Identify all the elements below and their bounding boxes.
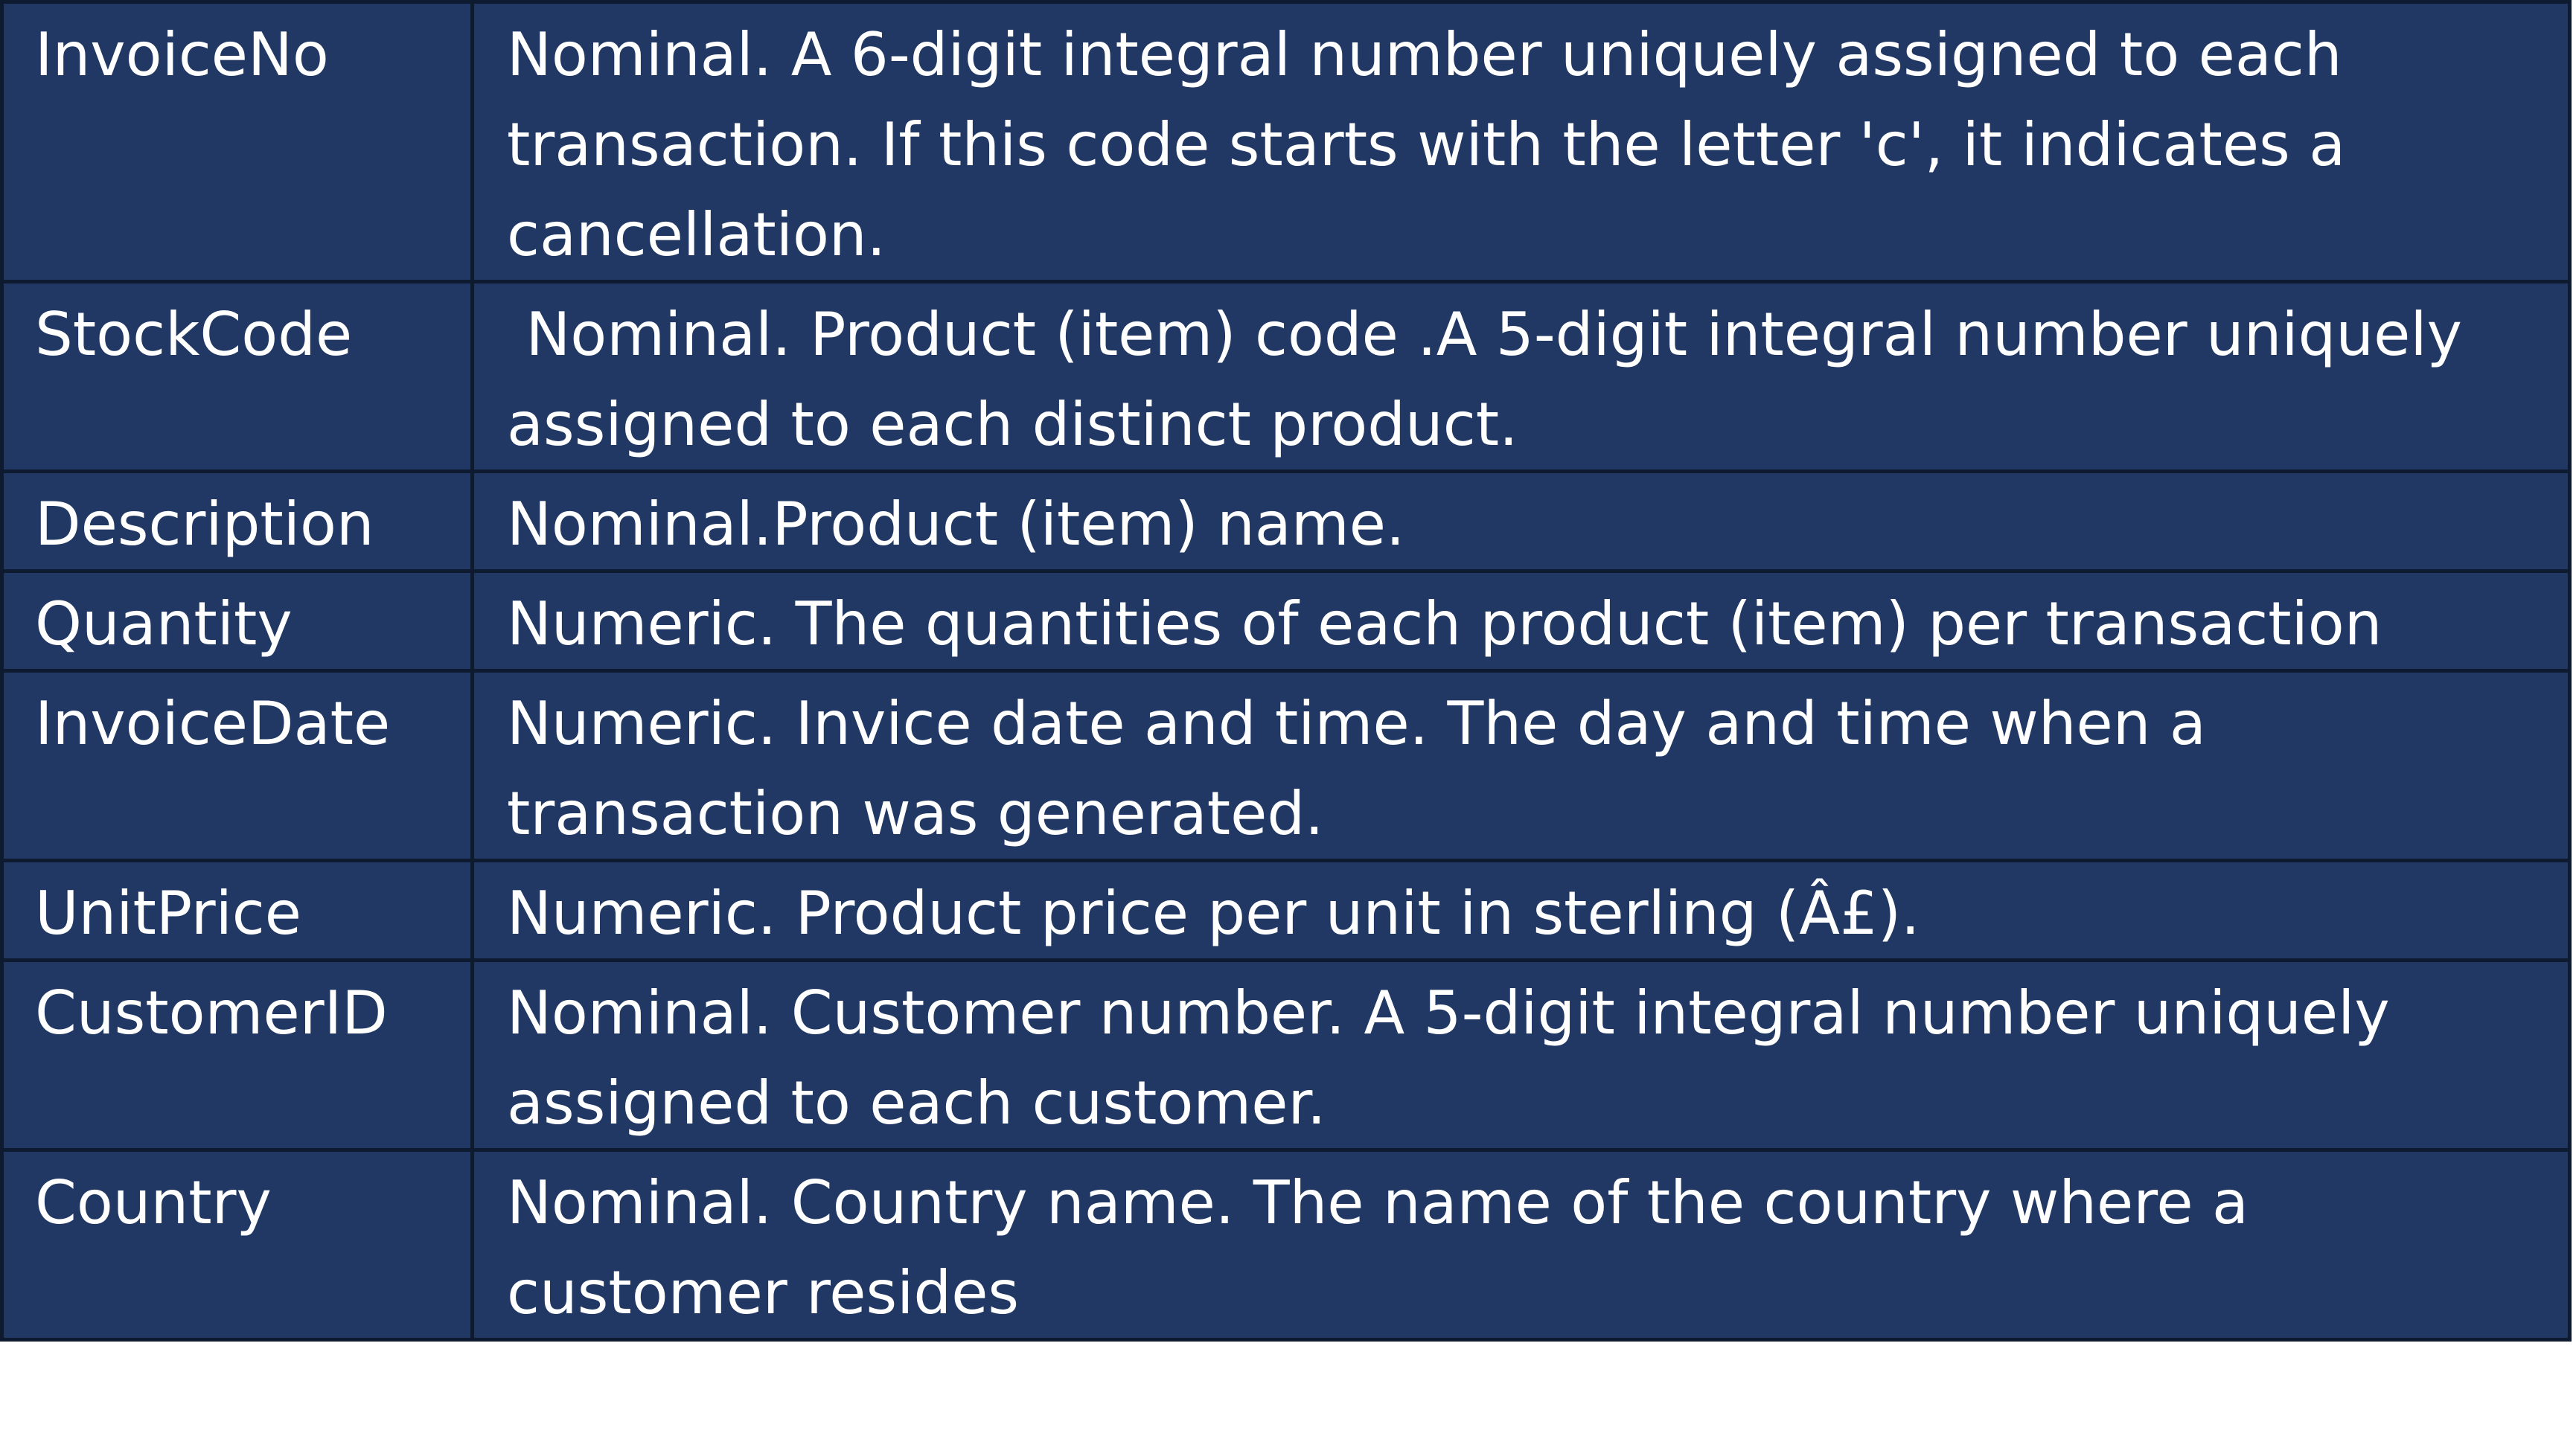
attribute-description: Nominal. Customer number. A 5-digit inte…: [470, 958, 2572, 1152]
table-row: Quantity Numeric. The quantities of each…: [0, 569, 2572, 673]
table-row: Description Nominal.Product (item) name.: [0, 469, 2572, 573]
table-row: CustomerID Nominal. Customer number. A 5…: [0, 958, 2572, 1152]
attribute-name: InvoiceDate: [0, 669, 474, 862]
attribute-name: CustomerID: [0, 958, 474, 1152]
attribute-description: Nominal. Country name. The name of the c…: [470, 1148, 2572, 1342]
attribute-name: StockCode: [0, 280, 474, 473]
attribute-description: Numeric. Invice date and time. The day a…: [470, 669, 2572, 862]
table-row: StockCode Nominal. Product (item) code .…: [0, 280, 2572, 473]
attribute-description: Nominal.Product (item) name.: [470, 469, 2572, 573]
attribute-description: Numeric. Product price per unit in sterl…: [470, 859, 2572, 962]
attribute-description: Nominal. Product (item) code .A 5-digit …: [470, 280, 2572, 473]
attribute-name: Description: [0, 469, 474, 573]
attribute-name: Quantity: [0, 569, 474, 673]
attribute-name: UnitPrice: [0, 859, 474, 962]
attribute-description: Nominal. A 6-digit integral number uniqu…: [470, 0, 2572, 283]
attribute-name: InvoiceNo: [0, 0, 474, 283]
attribute-description: Numeric. The quantities of each product …: [470, 569, 2572, 673]
attribute-description-table: InvoiceNo Nominal. A 6-digit integral nu…: [0, 0, 2572, 1342]
table-row: Country Nominal. Country name. The name …: [0, 1148, 2572, 1342]
attribute-name: Country: [0, 1148, 474, 1342]
table-row: InvoiceDate Numeric. Invice date and tim…: [0, 669, 2572, 862]
table-row: UnitPrice Numeric. Product price per uni…: [0, 859, 2572, 962]
table-row: InvoiceNo Nominal. A 6-digit integral nu…: [0, 0, 2572, 283]
